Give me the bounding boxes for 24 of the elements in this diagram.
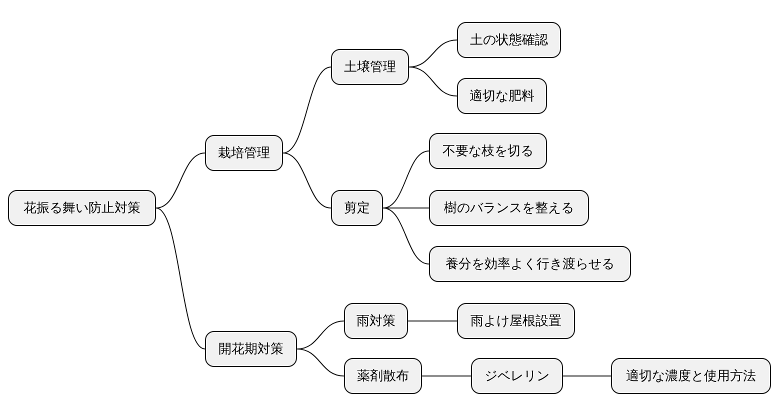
connector-line [382,150,430,208]
topic-box: ジベレリン [471,358,563,394]
topic-box: 樹のバランスを整える [429,190,589,226]
connector-line [408,66,458,96]
connector-line [296,348,344,376]
connector-line [382,208,430,264]
topic-box: 栽培管理 [205,135,283,171]
connector-line [282,66,332,154]
topic-box: 雨よけ屋根設置 [457,303,575,339]
topic-box: 花振る舞い防止対策 [8,190,156,226]
connector-line [282,152,332,208]
topic-box: 適切な濃度と使用方法 [611,358,771,394]
connector-line [408,320,458,322]
topic-box: 薬剤散布 [344,358,422,394]
topic-box: 開花期対策 [205,331,297,367]
topic-box: 養分を効率よく行き渡らせる [429,246,631,282]
topic-box: 適切な肥料 [457,78,547,114]
topic-box: 土壌管理 [331,49,409,85]
topic-box: 雨対策 [344,303,408,339]
connector-line [156,152,206,208]
connector-line [156,208,206,350]
topic-box: 不要な枝を切る [429,133,547,169]
topic-box: 土の状態確認 [457,22,561,58]
topic-box: 剪定 [331,190,383,226]
